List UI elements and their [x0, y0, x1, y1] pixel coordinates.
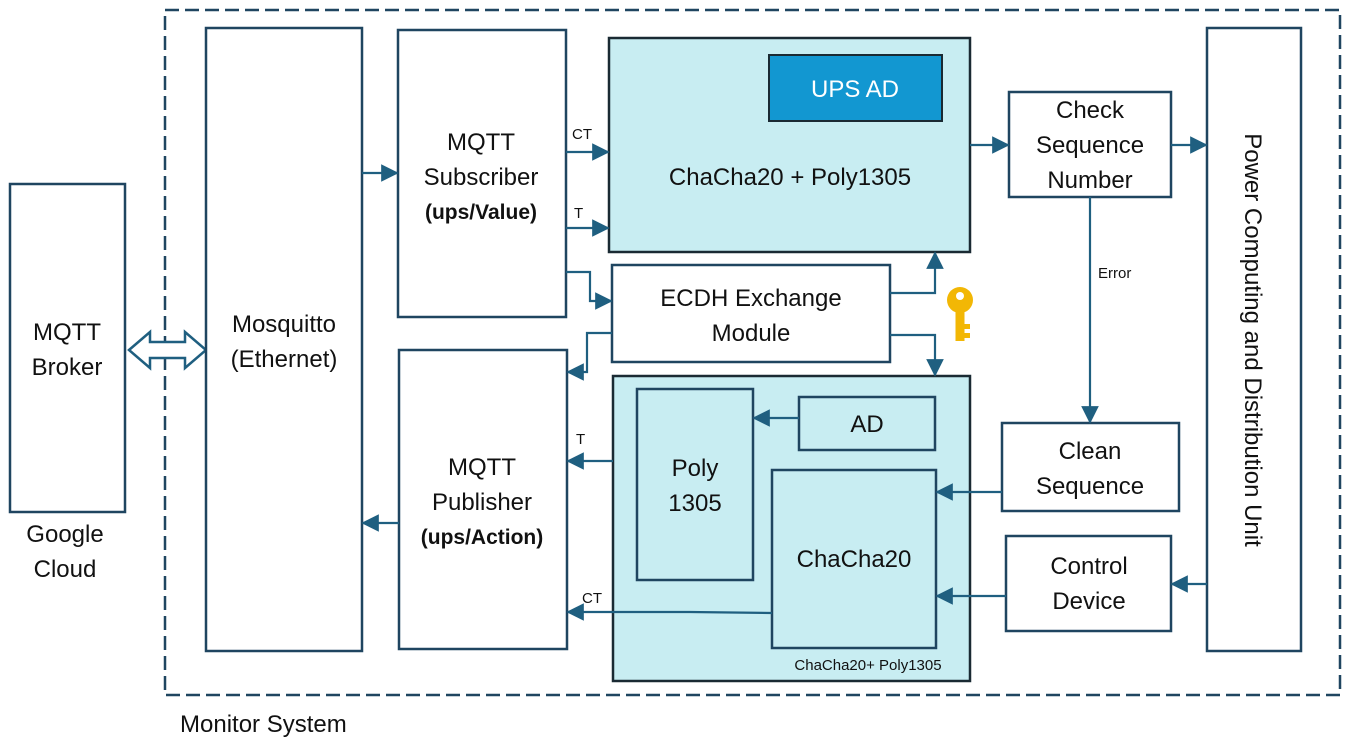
arrow-subscriber-to-ecdh: [566, 270, 613, 310]
subscriber-label-2: Subscriber: [424, 164, 539, 191]
edge-label-ct-out: CT: [582, 590, 602, 607]
check-label-3: Number: [1047, 167, 1132, 194]
edge-label-error: Error: [1098, 265, 1131, 282]
chacha20-box: [770, 468, 938, 650]
publisher-label-1: MQTT: [448, 454, 516, 481]
publisher-label-2: Publisher: [432, 489, 532, 516]
ecdh-label-2: Module: [712, 320, 791, 347]
arrow-ecdh-to-encrypt: [890, 333, 944, 377]
key-icon: [947, 287, 973, 341]
mosquitto-label-2: (Ethernet): [231, 346, 338, 373]
poly-label-1: Poly: [672, 455, 719, 482]
mqtt-broker-box: [8, 182, 127, 514]
poly1305-box: [635, 387, 755, 582]
arrow-ecdh-to-decrypt: [890, 251, 944, 295]
clean-label-2: Sequence: [1036, 473, 1144, 500]
arrow-ct-out: [566, 603, 773, 621]
ecdh-module-box: [610, 263, 892, 364]
arrow-ecdh-to-publisher: [566, 331, 612, 381]
encrypt-block-caption: ChaCha20+ Poly1305: [794, 657, 941, 674]
poly-label-2: 1305: [668, 490, 721, 517]
check-label-2: Sequence: [1036, 132, 1144, 159]
control-label-1: Control: [1050, 553, 1127, 580]
ad-label: AD: [850, 411, 883, 438]
ups-ad-label: UPS AD: [811, 76, 899, 103]
edge-label-ct-in: CT: [572, 126, 592, 143]
pcdu-box: [1205, 26, 1303, 653]
clean-sequence-box: [1000, 421, 1181, 513]
mosquitto-label-1: Mosquitto: [232, 311, 336, 338]
mqtt-broker-label-2: Broker: [32, 354, 103, 381]
edge-label-t-out: T: [576, 431, 585, 448]
chacha20-label: ChaCha20: [797, 546, 912, 573]
mqtt-subscriber-box: [396, 28, 568, 319]
check-label-1: Check: [1056, 97, 1125, 124]
mosquitto-box: [204, 26, 364, 653]
monitor-system-boundary: [163, 8, 1342, 697]
edge-label-t-in: T: [574, 205, 583, 222]
monitor-system-label: Monitor System: [180, 711, 347, 738]
google-cloud-label-1: Google: [26, 521, 103, 548]
mqtt-publisher-box: [397, 348, 569, 651]
ups-ad-box: [768, 54, 943, 122]
ad-box: [797, 395, 937, 452]
google-cloud-label-2: Cloud: [34, 556, 97, 583]
bidirectional-arrow-icon: [127, 329, 208, 371]
control-device-box: [1004, 534, 1173, 633]
publisher-topic: (ups/Action): [421, 526, 543, 549]
ecdh-label-1: ECDH Exchange: [660, 285, 841, 312]
control-label-2: Device: [1052, 588, 1125, 615]
clean-label-1: Clean: [1059, 438, 1122, 465]
mqtt-broker-label-1: MQTT: [33, 319, 101, 346]
subscriber-topic: (ups/Value): [425, 201, 537, 224]
subscriber-label-1: MQTT: [447, 129, 515, 156]
pcdu-label: Power Computing and Distribution Unit: [1239, 133, 1266, 547]
decrypt-block-label: ChaCha20 + Poly1305: [669, 164, 911, 191]
